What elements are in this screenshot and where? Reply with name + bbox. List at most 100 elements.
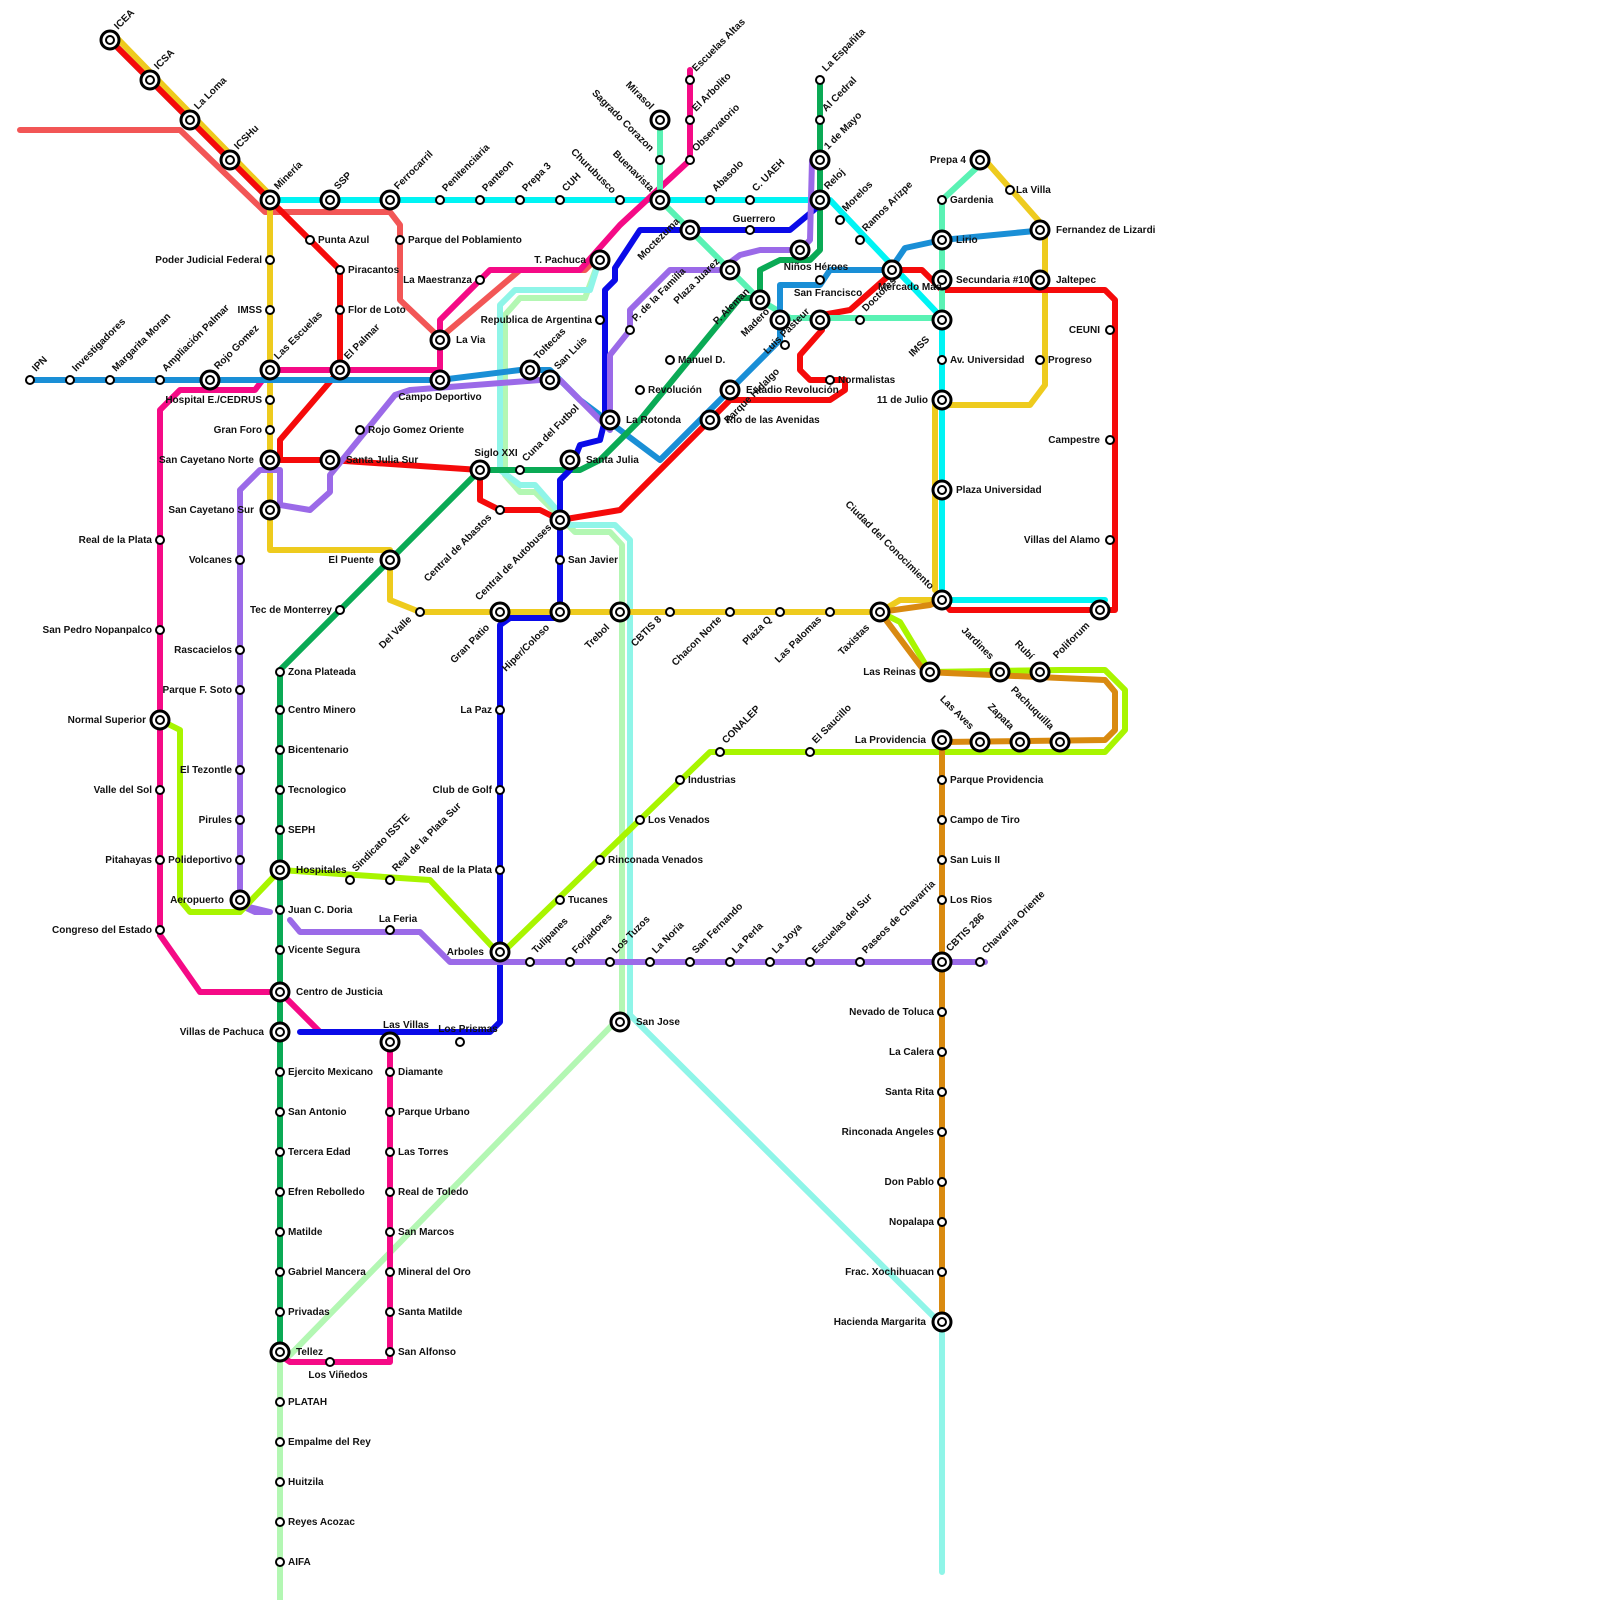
station-san-antonio[interactable]: San Antonio: [276, 1107, 347, 1118]
station-gabriel-mancera[interactable]: Gabriel Mancera: [276, 1267, 366, 1278]
station-rascacielos[interactable]: Rascacielos: [174, 645, 244, 656]
station-las-reinas[interactable]: Las Reinas: [863, 663, 939, 681]
station-centro-minero[interactable]: Centro Minero: [276, 705, 356, 716]
station-secundaria10[interactable]: Secundaria #10: [933, 271, 1030, 289]
station-moctezuma[interactable]: Moctezuma: [636, 216, 699, 263]
station-del-valle[interactable]: Del Valle: [377, 608, 424, 651]
station-volcanes[interactable]: Volcanes: [189, 555, 244, 566]
station-la-via[interactable]: La Via: [431, 331, 486, 349]
station-lirio[interactable]: Lirio: [933, 231, 978, 249]
station-parque-providencia[interactable]: Parque Providencia: [938, 775, 1044, 786]
station-ejercito-mexicano[interactable]: Ejercito Mexicano: [276, 1067, 373, 1078]
station-prepa4[interactable]: Prepa 4: [930, 151, 989, 169]
station-investigadores[interactable]: Investigadores: [66, 316, 128, 384]
station-parque-poblamiento[interactable]: Parque del Poblamiento: [396, 235, 522, 246]
station-fernandez-lizardi[interactable]: Fernandez de Lizardi: [1031, 221, 1156, 239]
station-polideportivo[interactable]: Polideportivo: [168, 855, 244, 866]
station-el-puente[interactable]: El Puente: [328, 551, 399, 569]
station-hospital-cedrus[interactable]: Hospital E./CEDRUS: [165, 395, 274, 406]
station-normal-superior[interactable]: Normal Superior: [68, 711, 169, 729]
station-nopalapa[interactable]: Nopalapa: [889, 1217, 946, 1228]
station-chacon-norte[interactable]: Chacon Norte: [670, 608, 734, 668]
station-las-palomas[interactable]: Las Palomas: [773, 608, 834, 665]
station-juan-doria[interactable]: Juan C. Doria: [276, 905, 353, 916]
station-siglo-xxi[interactable]: Siglo XXI: [471, 448, 518, 479]
station-flor-loto[interactable]: Flor de Loto: [336, 305, 406, 316]
station-campo-tiro[interactable]: Campo de Tiro: [938, 815, 1020, 826]
station-c-uaeh[interactable]: C. UAEH: [746, 157, 787, 204]
station-once-julio[interactable]: 11 de Julio: [877, 391, 951, 409]
station-seph[interactable]: SEPH: [276, 825, 315, 836]
station-villas-pachuca[interactable]: Villas de Pachuca: [180, 1023, 289, 1041]
station-vicente-segura[interactable]: Vicente Segura: [276, 945, 361, 956]
station-platah[interactable]: PLATAH: [276, 1397, 327, 1408]
station-valle-sol[interactable]: Valle del Sol: [94, 785, 164, 796]
station-gran-foro[interactable]: Gran Foro: [214, 425, 274, 436]
station-reloj[interactable]: Reloj: [811, 167, 848, 209]
station-san-luis-ii[interactable]: San Luis II: [938, 855, 1000, 866]
station-pitahayas[interactable]: Pitahayas: [105, 855, 164, 866]
station-rinconada-venados[interactable]: Rinconada Venados: [596, 855, 703, 866]
station-parque-soto[interactable]: Parque F. Soto: [163, 685, 244, 696]
station-tecnologico[interactable]: Tecnologico: [276, 785, 346, 796]
station-parque-urbano[interactable]: Parque Urbano: [386, 1107, 470, 1118]
station-san-francisco[interactable]: San Francisco: [794, 276, 862, 299]
station-escuelas-altas[interactable]: Escuelas Altas: [686, 16, 748, 84]
station-don-pablo[interactable]: Don Pablo: [885, 1177, 946, 1188]
station-san-pedro[interactable]: San Pedro Nopanpalco: [43, 625, 164, 636]
station-t-pachuca[interactable]: T. Pachuca: [534, 251, 609, 269]
station-los-rios[interactable]: Los Rios: [938, 895, 993, 906]
station-manuel-d[interactable]: Manuel D.: [666, 355, 725, 366]
station-la-rotonda[interactable]: La Rotonda: [601, 411, 681, 429]
station-san-cayetano-norte[interactable]: San Cayetano Norte: [159, 451, 279, 469]
station-mineral-oro[interactable]: Mineral del Oro: [386, 1267, 471, 1278]
station-la-espanita[interactable]: La Españita: [816, 26, 868, 84]
station-campestre[interactable]: Campestre: [1048, 435, 1114, 446]
station-real-plata-e[interactable]: Real de la Plata: [419, 865, 504, 876]
station-revolucion[interactable]: Revolución: [636, 385, 702, 396]
station-sindicato-issste[interactable]: Sindicato ISSTE: [346, 812, 413, 884]
station-escuelas-sur[interactable]: Escuelas del Sur: [806, 892, 875, 966]
station-diamante[interactable]: Diamante: [386, 1067, 443, 1078]
station-poder-judicial[interactable]: Poder Judicial Federal: [155, 255, 274, 266]
station-bicentenario[interactable]: Bicentenario: [276, 745, 349, 756]
station-san-javier[interactable]: San Javier: [556, 555, 618, 566]
station-huitzila[interactable]: Huitzila: [276, 1477, 324, 1488]
station-la-loma[interactable]: La Loma: [181, 75, 230, 129]
station-la-calera[interactable]: La Calera: [889, 1047, 946, 1058]
station-plaza-universidad[interactable]: Plaza Universidad: [933, 481, 1042, 499]
station-frac-xochihuacan[interactable]: Frac. Xochihuacan: [845, 1267, 946, 1278]
station-conalep[interactable]: CONALEP: [716, 704, 763, 756]
station-villas-alamo[interactable]: Villas del Alamo: [1024, 535, 1114, 546]
station-rojo-gomez-oriente[interactable]: Rojo Gomez Oriente: [356, 425, 465, 436]
station-el-tezontle[interactable]: El Tezontle: [180, 765, 244, 776]
station-los-venados[interactable]: Los Venados: [636, 815, 710, 826]
station-plaza-juarez[interactable]: Plaza Juarez: [672, 256, 739, 306]
station-centro-justicia[interactable]: Centro de Justicia: [271, 983, 383, 1001]
station-jaltepec[interactable]: Jaltepec: [1031, 271, 1096, 289]
station-reyes-acozac[interactable]: Reyes Acozac: [276, 1517, 355, 1528]
station-tec-monterrey[interactable]: Tec de Monterrey: [250, 605, 344, 616]
station-las-torres[interactable]: Las Torres: [386, 1147, 449, 1158]
station-empalme-rey[interactable]: Empalme del Rey: [276, 1437, 371, 1448]
station-paseos-chavarria[interactable]: Paseos de Chavarria: [856, 878, 938, 966]
station-av-universidad[interactable]: Av. Universidad: [938, 355, 1024, 366]
station-santa-matilde[interactable]: Santa Matilde: [386, 1307, 463, 1318]
station-san-alfonso[interactable]: San Alfonso: [386, 1347, 456, 1358]
station-san-cayetano-sur[interactable]: San Cayetano Sur: [168, 501, 279, 519]
station-la-maestranza[interactable]: La Maestranza: [403, 275, 484, 286]
station-congreso[interactable]: Congreso del Estado: [52, 925, 164, 936]
station-privadas[interactable]: Privadas: [276, 1307, 330, 1318]
station-san-marcos[interactable]: San Marcos: [386, 1227, 455, 1238]
station-matilde[interactable]: Matilde: [276, 1227, 323, 1238]
station-tercera-edad[interactable]: Tercera Edad: [276, 1147, 351, 1158]
station-ssp[interactable]: SSP: [321, 170, 355, 209]
station-santa-julia[interactable]: Santa Julia: [561, 451, 639, 469]
station-aifa[interactable]: AIFA: [276, 1557, 311, 1568]
station-ceuni[interactable]: CEUNI: [1069, 325, 1114, 336]
station-efren-rebolledo[interactable]: Efren Rebolledo: [276, 1187, 365, 1198]
station-las-villas[interactable]: Las Villas: [381, 1020, 429, 1051]
station-santa-rita[interactable]: Santa Rita: [885, 1087, 946, 1098]
station-nevado-toluca[interactable]: Nevado de Toluca: [849, 1007, 946, 1018]
station-piracantos[interactable]: Piracantos: [336, 265, 400, 276]
